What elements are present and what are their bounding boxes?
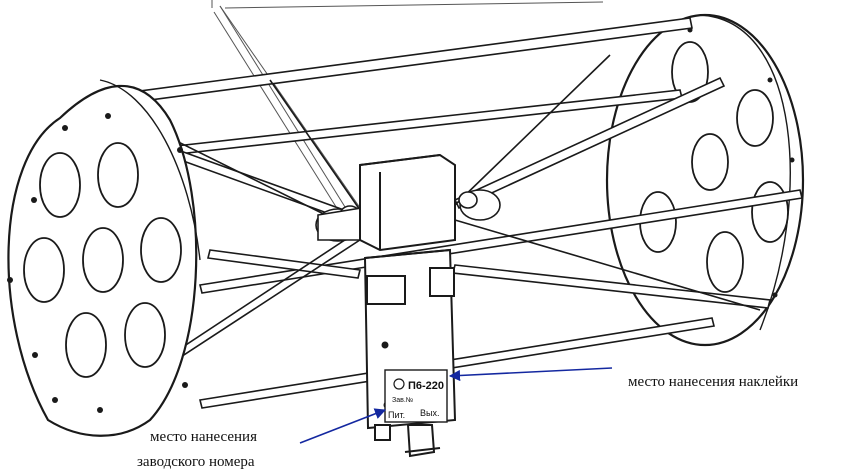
left-end-plate: [7, 79, 201, 437]
nameplate-model: П6-220: [408, 380, 444, 392]
left-plate-bolts: [7, 113, 188, 413]
reference-leader-lines: [211, 0, 604, 216]
manufacturer-logo-icon: [393, 378, 405, 390]
frame-rods: [90, 17, 803, 409]
left-plate-holes: [23, 142, 182, 378]
nameplate-power-label: Пит.: [388, 410, 405, 420]
sticker-callout-label: место нанесения наклейки: [628, 374, 798, 390]
serial-callout: место нанесения заводского номера: [137, 408, 387, 470]
sticker-callout: место нанесения наклейки: [448, 367, 798, 390]
nameplate: П6-220 Зав.№ Пит. Вых.: [384, 369, 448, 423]
serial-callout-label-line2: заводского номера: [137, 454, 255, 470]
serial-callout-label-line1: место нанесения: [150, 429, 257, 445]
right-plate-bolts: [687, 27, 795, 298]
nameplate-serial-prefix: Зав.№: [392, 397, 413, 404]
nameplate-output-label: Вых.: [420, 408, 439, 418]
